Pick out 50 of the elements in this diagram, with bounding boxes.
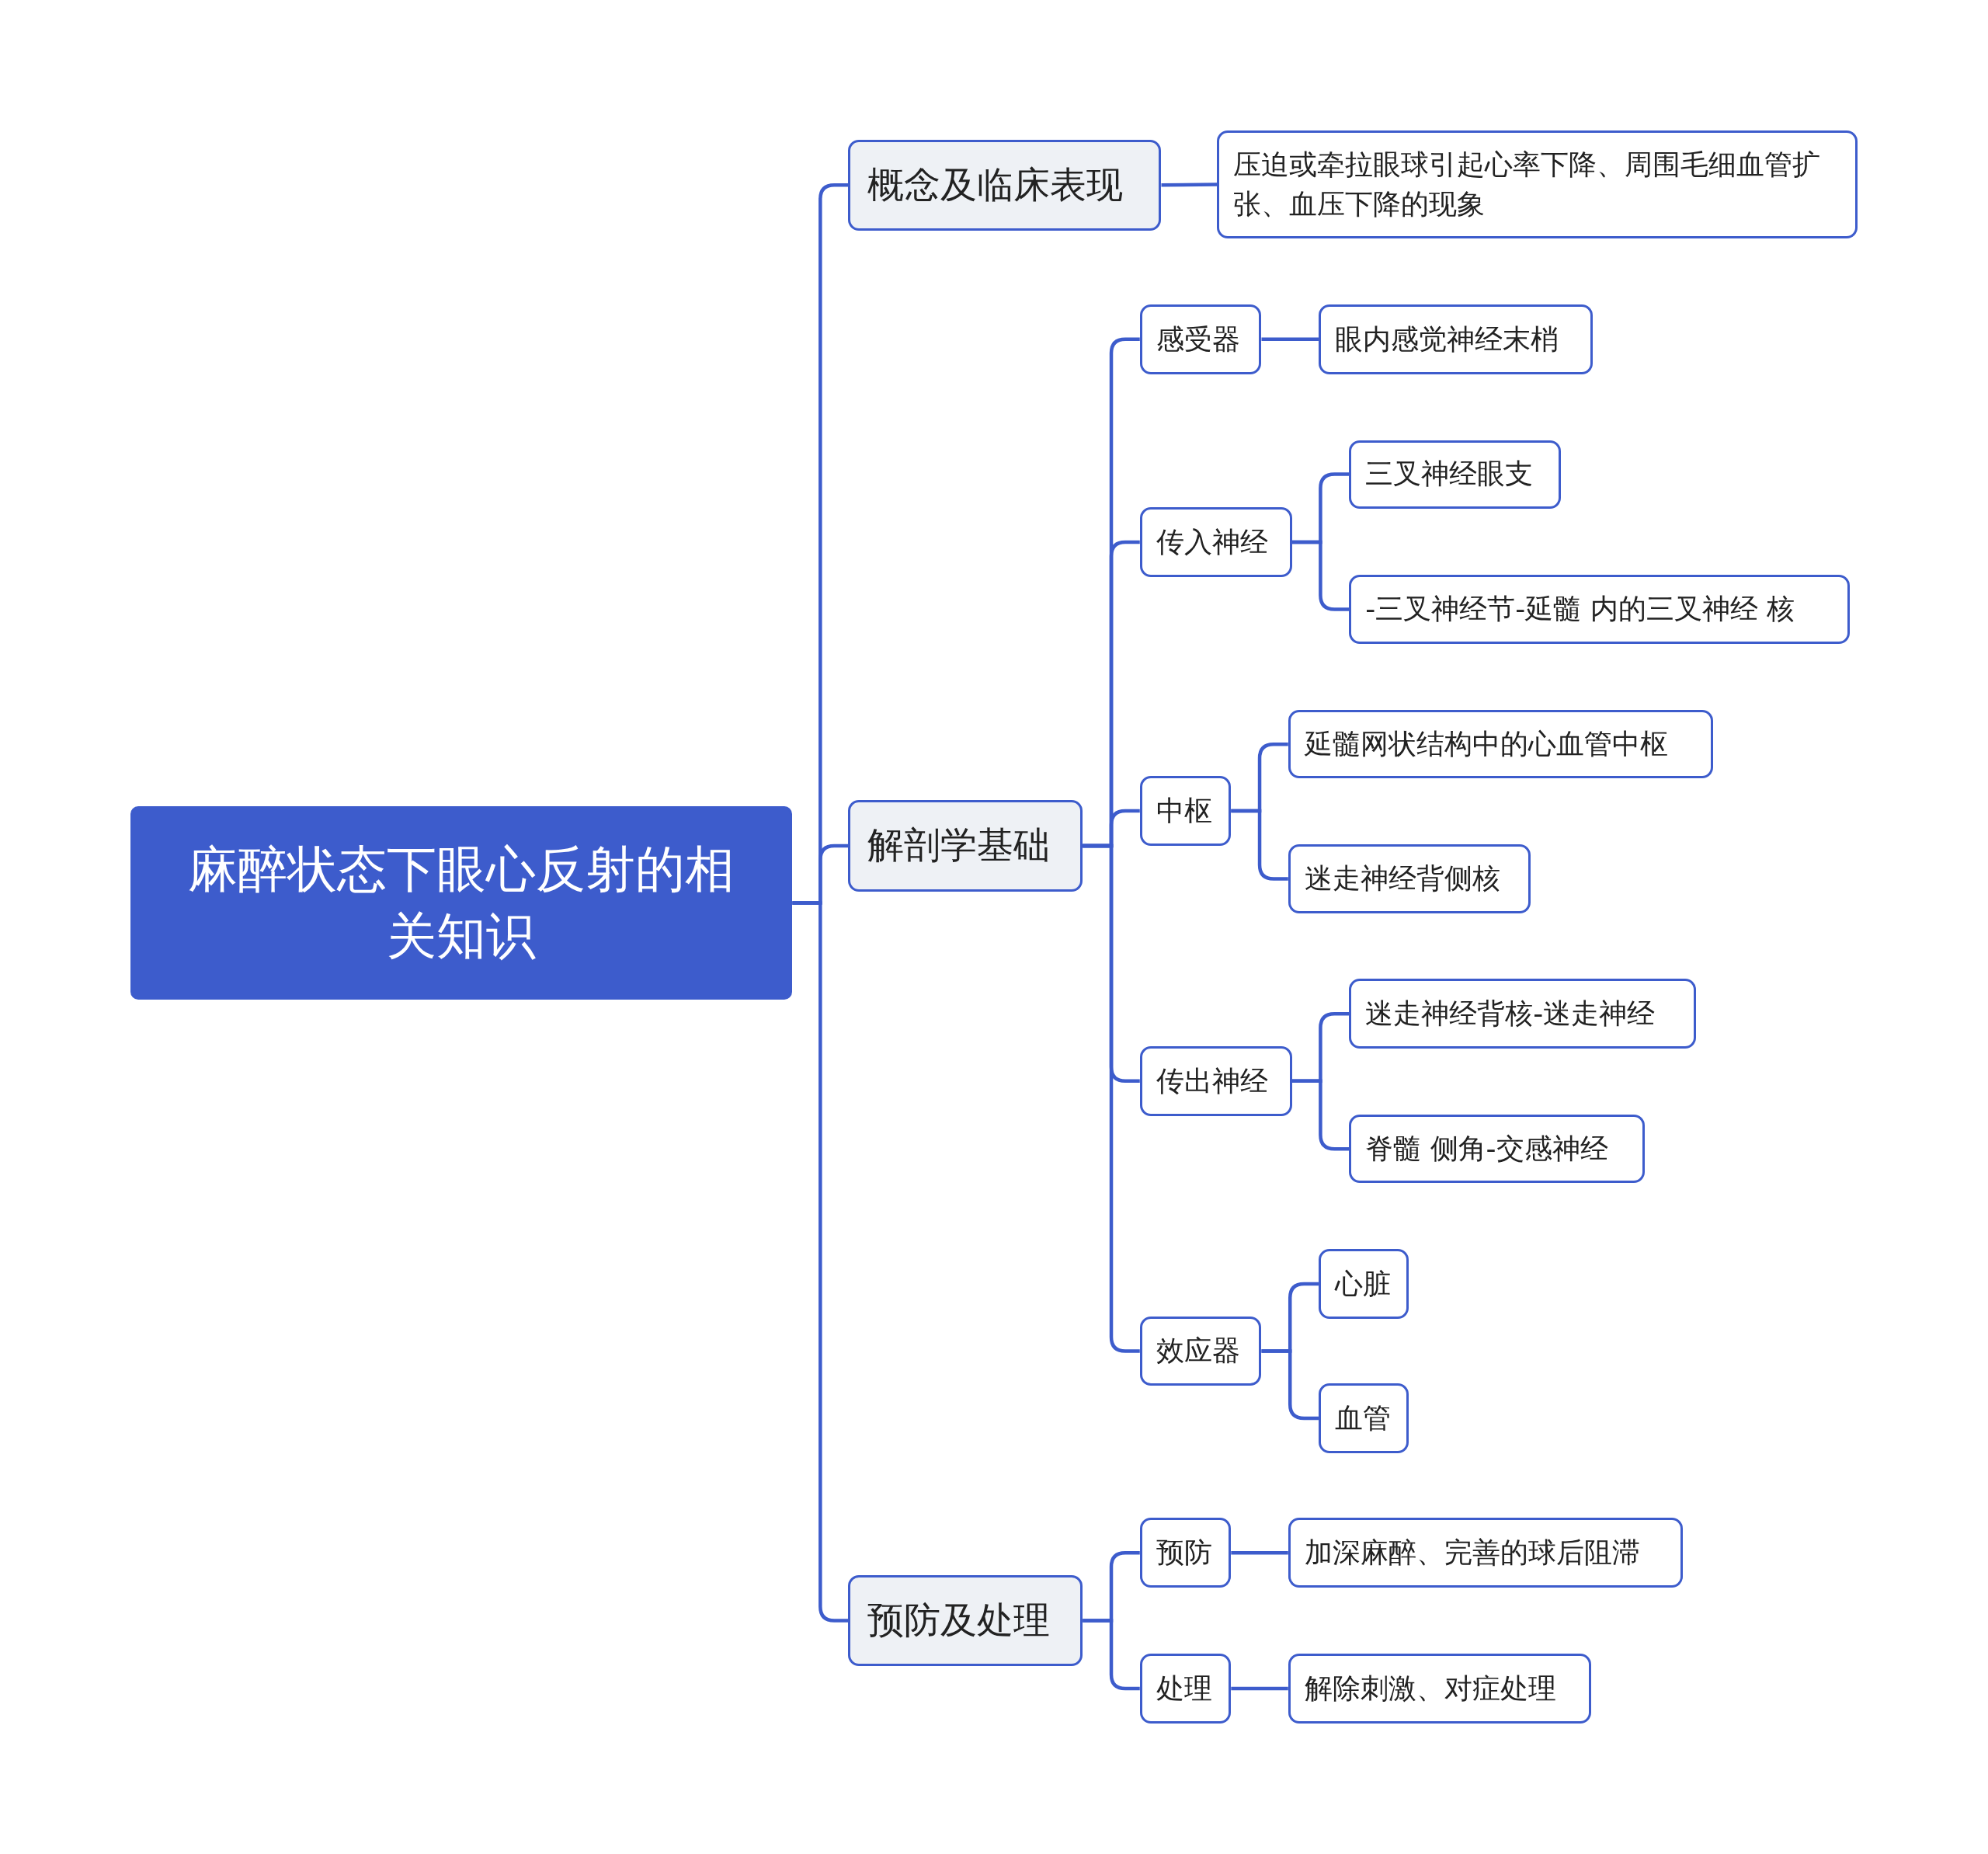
topic-box xyxy=(1318,1383,1409,1453)
topic-box xyxy=(1288,844,1531,913)
topic-text: 传出神经 xyxy=(1156,1063,1268,1098)
topic-box xyxy=(1217,130,1858,238)
topic-text: 中枢 xyxy=(1156,793,1212,828)
topic-text: 三叉神经眼支 xyxy=(1365,457,1534,492)
topic-box xyxy=(1288,710,1713,779)
topic-text: 麻醉状态下眼心反射的相关知识 xyxy=(187,840,736,967)
topic-box xyxy=(848,800,1083,892)
topic-box xyxy=(1139,776,1232,846)
topic-text: 效应器 xyxy=(1156,1334,1240,1369)
connector-line xyxy=(1161,183,1218,187)
topic-text: 概念及临床表现 xyxy=(867,162,1124,207)
root-topic-box xyxy=(130,806,793,1000)
topic-text: 血管 xyxy=(1334,1400,1391,1435)
topic-box xyxy=(848,1574,1083,1667)
connector-line xyxy=(1231,1686,1288,1691)
topic-box xyxy=(1318,1249,1409,1319)
topic-text: 解除刺激、对症处理 xyxy=(1304,1671,1556,1706)
topic-box xyxy=(1139,1045,1292,1116)
topic-box xyxy=(1349,574,1851,645)
connector-line xyxy=(1231,1550,1288,1555)
topic-text: 加深麻醉、完善的球后阻滞 xyxy=(1304,1535,1640,1570)
topic-box xyxy=(1139,1316,1262,1386)
connector-line xyxy=(1261,337,1319,341)
topic-box xyxy=(1139,1518,1232,1588)
topic-box xyxy=(1139,1653,1232,1724)
topic-text: 预防 xyxy=(1156,1535,1212,1570)
topic-box xyxy=(1139,304,1262,374)
topic-box xyxy=(1139,507,1292,577)
topic-text: 心脏 xyxy=(1334,1266,1391,1301)
topic-box xyxy=(1349,1115,1645,1184)
topic-box xyxy=(1349,440,1561,509)
topic-text: -三叉神经节-延髓 内的三叉神经 核 xyxy=(1365,592,1795,627)
topic-text: 眼内感觉神经末梢 xyxy=(1334,322,1559,357)
topic-text: 迷走神经背侧核 xyxy=(1304,861,1500,896)
topic-box xyxy=(1349,979,1697,1049)
topic-text: 感受器 xyxy=(1156,322,1240,357)
topic-text: 处理 xyxy=(1156,1671,1212,1706)
topic-box xyxy=(1318,304,1593,374)
topic-text: 脊髓 侧角-交感神经 xyxy=(1365,1131,1608,1166)
topic-box xyxy=(1288,1653,1591,1724)
topic-text: 预防及处理 xyxy=(867,1598,1051,1643)
topic-box xyxy=(1288,1518,1683,1588)
topic-text: 迷走神经背核-迷走神经 xyxy=(1365,997,1656,1031)
topic-text: 延髓网状结构中的心血管中枢 xyxy=(1304,727,1668,762)
topic-text: 解剖学基础 xyxy=(867,823,1051,868)
topic-text: 传入神经 xyxy=(1156,524,1268,559)
topic-text: 压迫或牵拉眼球引起心率下降、周围毛细血管扩张、血压下降的现象 xyxy=(1233,148,1822,221)
topic-box xyxy=(848,139,1162,231)
